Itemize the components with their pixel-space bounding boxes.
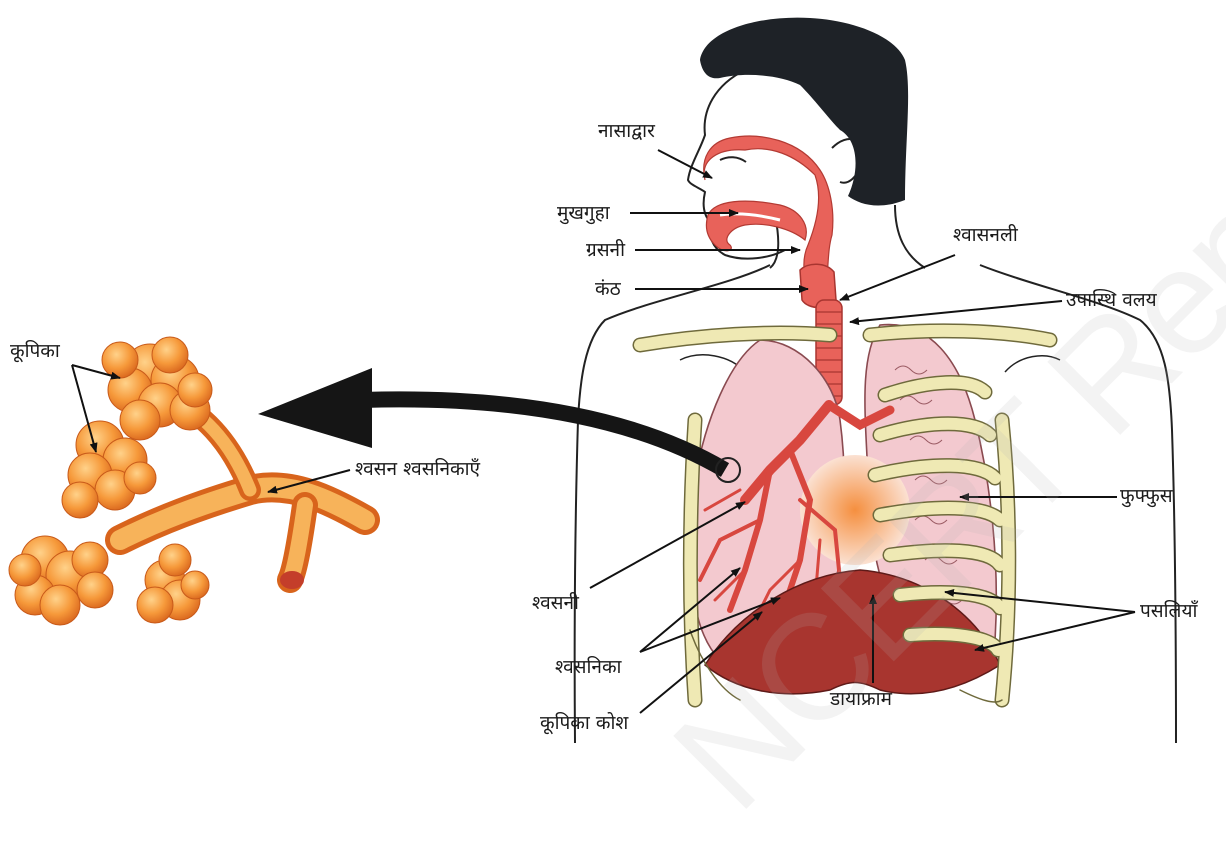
label-shwasnali: श्वासनली bbox=[953, 224, 1018, 246]
label-diaphragm: डायाफ्राम bbox=[830, 688, 892, 710]
oral-cavity bbox=[706, 201, 806, 251]
label-pasliyan: पसलियाँ bbox=[1140, 600, 1197, 622]
zoom-arrow bbox=[258, 368, 740, 482]
label-kupika: कूपिका bbox=[10, 340, 60, 362]
label-upasthi: उपास्थि वलय bbox=[1066, 289, 1157, 311]
label-fuffus: फुफ्फुस bbox=[1120, 485, 1173, 507]
label-shwasan-shwasnikaen: श्वसन श्वसनिकाएँ bbox=[355, 458, 480, 480]
label-nasadwar: नासाद्वार bbox=[598, 120, 655, 142]
label-grasni: ग्रसनी bbox=[586, 239, 625, 261]
hair bbox=[700, 18, 908, 206]
label-mukhguha: मुखगुहा bbox=[557, 202, 610, 224]
label-kanth: कंठ bbox=[595, 278, 621, 300]
leader-shwasnali bbox=[840, 255, 955, 300]
face-outline bbox=[688, 70, 785, 259]
leader-pasliyan-2 bbox=[975, 612, 1135, 650]
label-shwasnika: श्वसनिका bbox=[555, 656, 621, 678]
label-shwasni: श्वसनी bbox=[532, 592, 579, 614]
leader-upasthi bbox=[850, 301, 1062, 322]
label-kupika-kosh: कूपिका कोश bbox=[540, 712, 628, 734]
respiratory-system-diagram: NCERT Republished नासाद्वार मुखगुहा ग्रस… bbox=[0, 0, 1226, 743]
eye bbox=[720, 157, 746, 162]
